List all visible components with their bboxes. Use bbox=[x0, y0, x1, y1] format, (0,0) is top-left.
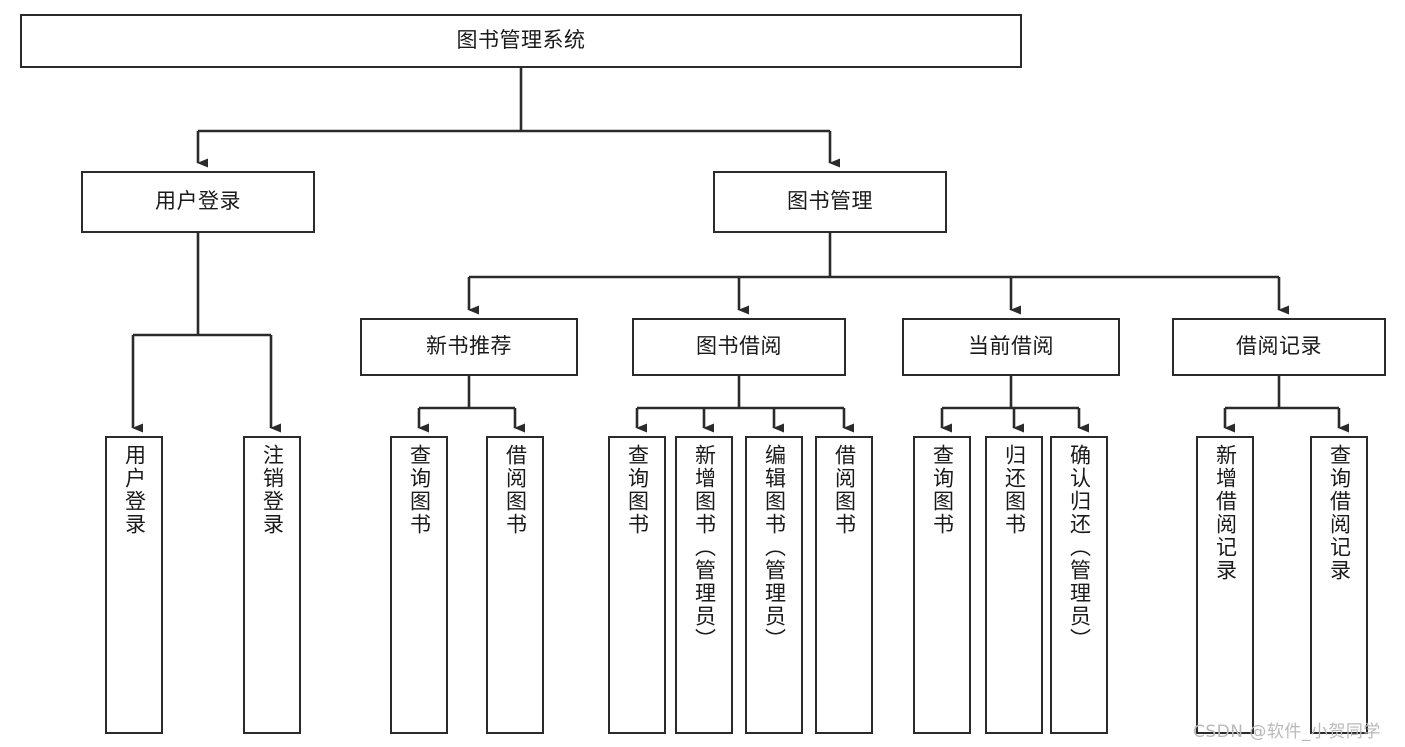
node-label: 查询图书 bbox=[930, 444, 955, 536]
leaf-current-borrow-confirm-return-admin[interactable]: 确认归还（管理员） bbox=[1050, 436, 1108, 734]
leaf-book-borrow-add-book-admin[interactable]: 新增图书（管理员） bbox=[675, 436, 733, 734]
leaf-user-login-login[interactable]: 用户登录 bbox=[105, 436, 163, 734]
node-book-management[interactable]: 图书管理 bbox=[713, 171, 947, 233]
node-label: 用户登录 bbox=[122, 444, 147, 536]
node-label: 图书管理系统 bbox=[456, 28, 586, 53]
leaf-book-borrow-edit-book-admin[interactable]: 编辑图书（管理员） bbox=[745, 436, 803, 734]
node-borrow-record[interactable]: 借阅记录 bbox=[1172, 318, 1386, 376]
node-book-borrow[interactable]: 图书借阅 bbox=[632, 318, 846, 376]
node-root-book-management-system[interactable]: 图书管理系统 bbox=[20, 14, 1022, 68]
node-label: 借阅记录 bbox=[1236, 334, 1322, 359]
node-label: 编辑图书（管理员） bbox=[762, 444, 787, 651]
node-label: 用户登录 bbox=[155, 189, 241, 214]
leaf-new-book-borrow-book[interactable]: 借阅图书 bbox=[486, 436, 544, 734]
node-label: 新增图书（管理员） bbox=[692, 444, 717, 651]
node-new-book-recommend[interactable]: 新书推荐 bbox=[360, 318, 578, 376]
leaf-book-borrow-query-book[interactable]: 查询图书 bbox=[608, 436, 666, 734]
node-label: 图书管理 bbox=[787, 189, 873, 214]
node-label: 归还图书 bbox=[1002, 444, 1027, 536]
leaf-book-borrow-borrow-book[interactable]: 借阅图书 bbox=[815, 436, 873, 734]
leaf-new-book-query-book[interactable]: 查询图书 bbox=[390, 436, 448, 734]
node-label: 新书推荐 bbox=[426, 334, 512, 359]
node-label: 注销登录 bbox=[260, 444, 285, 536]
leaf-current-borrow-query-book[interactable]: 查询图书 bbox=[913, 436, 971, 734]
leaf-borrow-record-query-record[interactable]: 查询借阅记录 bbox=[1310, 436, 1368, 734]
node-label: 新增借阅记录 bbox=[1213, 444, 1238, 582]
node-current-borrow[interactable]: 当前借阅 bbox=[902, 318, 1120, 376]
node-label: 图书借阅 bbox=[696, 334, 782, 359]
leaf-borrow-record-add-record[interactable]: 新增借阅记录 bbox=[1196, 436, 1254, 734]
node-label: 查询借阅记录 bbox=[1327, 444, 1352, 582]
leaf-current-borrow-return-book[interactable]: 归还图书 bbox=[985, 436, 1043, 734]
node-label: 当前借阅 bbox=[968, 334, 1054, 359]
leaf-user-login-logout[interactable]: 注销登录 bbox=[243, 436, 301, 734]
node-label: 借阅图书 bbox=[832, 444, 857, 536]
node-user-login[interactable]: 用户登录 bbox=[81, 171, 315, 233]
node-label: 查询图书 bbox=[407, 444, 432, 536]
node-label: 查询图书 bbox=[625, 444, 650, 536]
csdn-watermark: CSDN @软件_小贺同学 bbox=[1193, 722, 1381, 742]
node-label: 确认归还（管理员） bbox=[1067, 444, 1092, 651]
node-label: 借阅图书 bbox=[503, 444, 528, 536]
